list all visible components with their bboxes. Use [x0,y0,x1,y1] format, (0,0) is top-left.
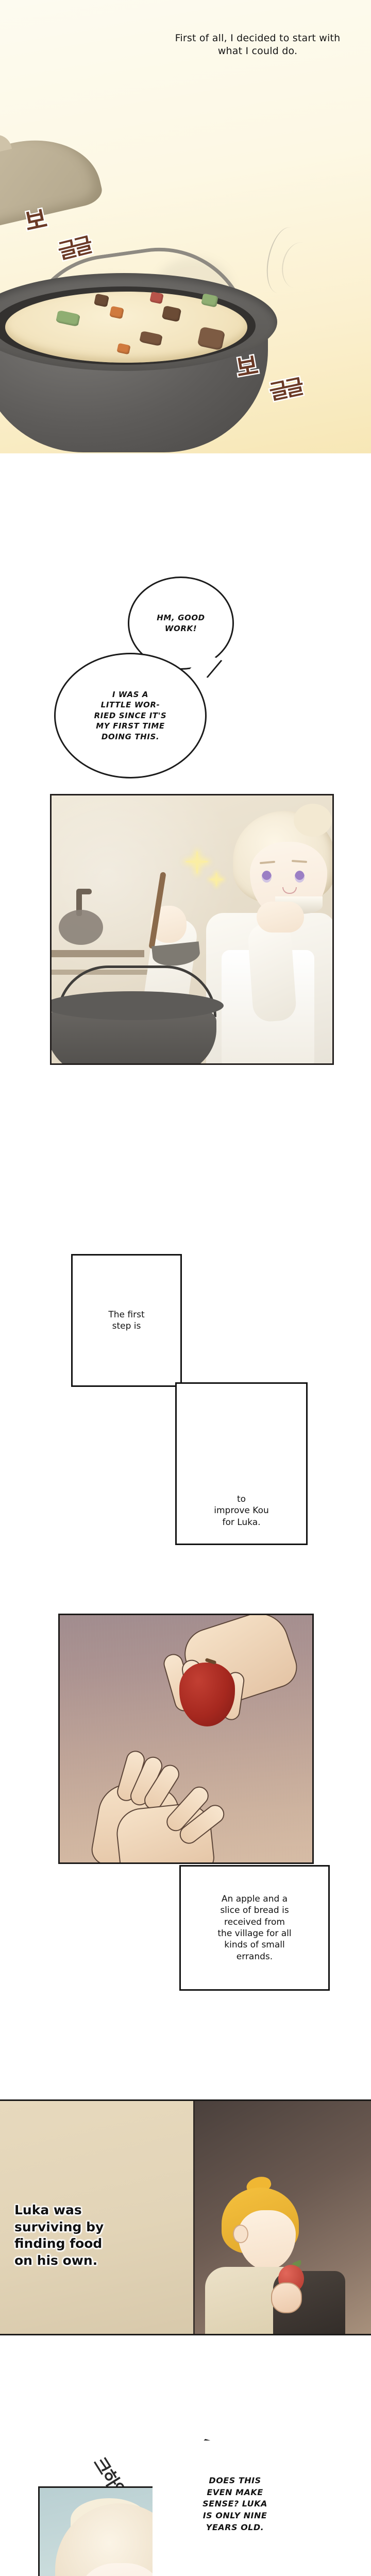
panel-woman-angry: 크하았 DOES THIS EVEN MAKE SENSE? LUKA IS O [0,2439,371,2576]
caption-luka-surviving: Luka was surviving by finding food on hi… [14,2202,104,2268]
bubble-hm-good-work-text: HM, GOOD WORK! [157,613,205,633]
luka-panel-wall [0,2101,193,2334]
bubble-feed-him-properly: THEY NEED TO FEED HIM PROPERLY! [199,2571,348,2576]
luka-ear [233,2225,248,2243]
frying-pan-icon [59,910,103,945]
pot-lid-icon [0,126,105,236]
cauldron-rim-icon [52,991,224,1020]
panel-kitchen-section: HM, GOOD WORK! I WAS A LITTLE WOR- RIED … [0,453,371,1072]
bubble-first-time-text: I WAS A LITTLE WOR- RIED SINCE IT'S MY F… [94,690,167,741]
bubble-first-time: I WAS A LITTLE WOR- RIED SINCE IT'S MY F… [54,653,207,778]
luka-panel: Luka was surviving by finding food on hi… [0,2099,371,2335]
luka-hand [271,2282,302,2313]
caption-improve-kou: to improve Kou for Luka. [175,1382,308,1545]
narration-opening: First of all, I decided to start with wh… [175,32,341,57]
maid-hair-bun [294,804,332,837]
panel-soup-pot: 보 글글 보 글글 First of all, I decided to sta… [0,0,371,453]
panel-apple-handoff: An apple and a slice of bread is receive… [0,1587,371,2050]
caption-first-step-text: The first step is [108,1309,145,1331]
sparkle-icon [210,878,223,880]
maid-eye-left [262,871,272,883]
maid-hand-right [257,902,304,933]
caption-first-step: The first step is [71,1254,182,1387]
panel-luka-eating: Luka was surviving by finding food on hi… [0,2050,371,2442]
sfx-pot-4: 글글 [266,374,305,406]
bubble-does-this-make-sense-text: DOES THIS EVEN MAKE SENSE? LUKA IS ONLY … [203,2476,267,2532]
pan-handle-icon [76,890,82,916]
maid-arm-right [247,922,297,1023]
apple-icon [179,1663,235,1726]
sparkle-icon [185,860,208,863]
luka-face [238,2210,296,2270]
caption-apple-bread: An apple and a slice of bread is receive… [179,1865,330,1991]
panel-caption-steps: The first step is to improve Kou for Luk… [0,1072,371,1587]
caption-improve-kou-text: to improve Kou for Luka. [214,1494,269,1528]
kitchen-panel [50,794,334,1065]
luka-panel-divider [193,2101,195,2334]
pan-hook-icon [76,889,92,894]
caption-apple-bread-text: An apple and a slice of bread is receive… [217,1893,292,1962]
maid-eye-right [295,871,305,883]
bubble-does-this-make-sense: DOES THIS EVEN MAKE SENSE? LUKA IS ONLY … [153,2439,317,2576]
apple-panel [58,1614,314,1864]
kitchen-shelf [52,950,144,957]
